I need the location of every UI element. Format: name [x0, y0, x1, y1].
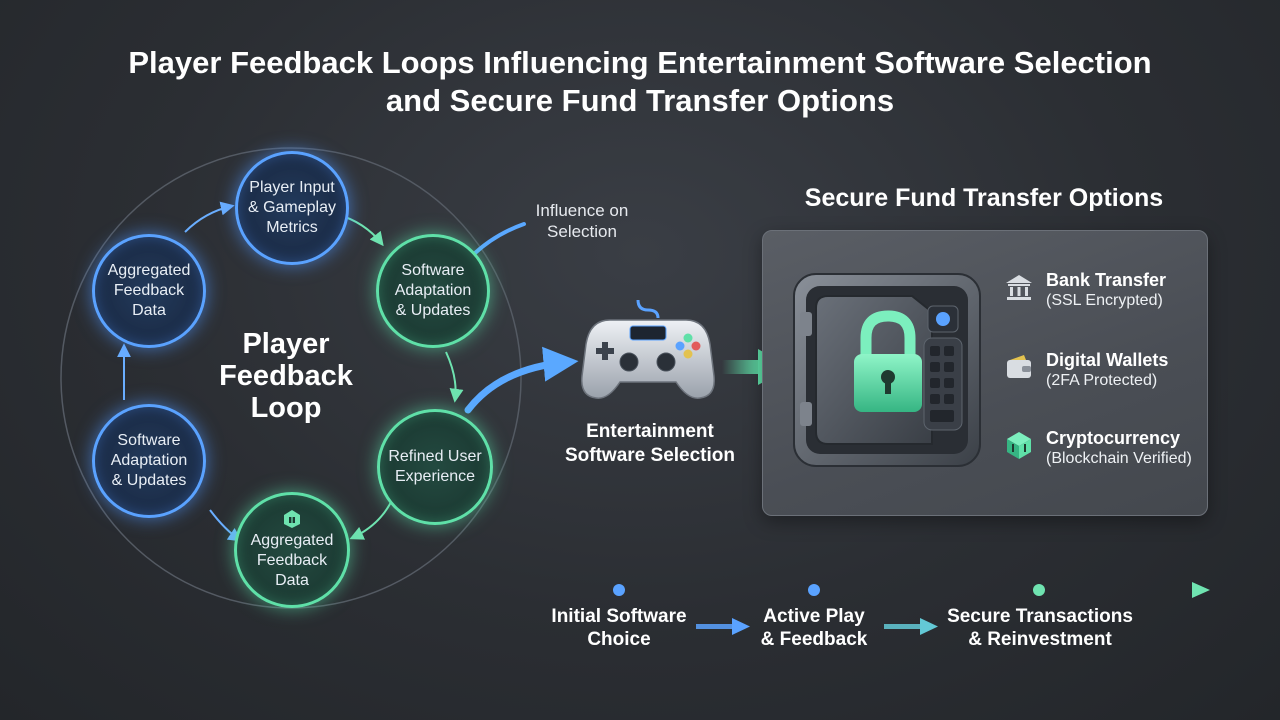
node-player-input-line-2: & Gameplay	[247, 199, 337, 216]
entertainment-software-label: Entertainment Software Selection	[540, 420, 760, 468]
node-software-adaptation-left-line-3: & Updates	[111, 472, 187, 489]
page-title: Player Feedback Loops Influencing Entert…	[0, 44, 1280, 120]
bank-transfer-name: Bank Transfer	[1046, 270, 1167, 290]
node-aggregated-feedback-left-line-1: Aggregated	[107, 262, 191, 279]
timeline-step-3: Secure Transactions & Reinvestment	[934, 605, 1146, 651]
loop-center-line-2: Feedback	[219, 360, 353, 392]
node-player-input: Player Input & Gameplay Metrics	[235, 151, 349, 265]
node-aggregated-feedback-left-line-2: Feedback	[113, 282, 185, 299]
bank-transfer-sub: (SSL Encrypted)	[1046, 292, 1163, 309]
entertainment-line-1: Entertainment	[586, 421, 714, 442]
timeline-step-arrow-1-shaft	[696, 624, 734, 629]
timeline-step-arrow-2-head	[920, 618, 938, 635]
influence-line-2: Selection	[547, 222, 617, 241]
node-player-input-line-1: Player Input	[249, 179, 335, 196]
vault-lock-icon	[793, 273, 981, 467]
timeline-step-2-line-2: & Feedback	[760, 629, 868, 650]
node-refined-user-experience: Refined User Experience	[377, 409, 493, 525]
timeline-step-arrow-2-shaft	[884, 624, 922, 629]
title-line-2: and Secure Fund Transfer Options	[385, 83, 895, 118]
node-aggregated-feedback-bottom: Aggregated Feedback Data	[234, 492, 350, 608]
loop-center-label: Player Feedback Loop	[186, 328, 386, 424]
node-software-adaptation-right-line-3: & Updates	[395, 302, 471, 319]
outer-ring	[60, 147, 522, 609]
loop-center-line-1: Player	[242, 328, 330, 360]
loop-center-line-3: Loop	[250, 392, 322, 424]
arrow-adapt-to-refined	[445, 351, 464, 403]
timeline-step-3-line-2: & Reinvestment	[968, 629, 1112, 650]
node-refined-user-experience-line-1: Refined User	[388, 448, 482, 465]
game-controller-icon	[581, 299, 715, 399]
node-player-input-line-3: Metrics	[266, 219, 318, 236]
flow-arrow-shaft	[722, 360, 762, 374]
arrow-data-to-input	[184, 201, 235, 233]
arrow-refined-to-data	[349, 499, 393, 540]
node-software-adaptation-right-line-2: Adaptation	[394, 282, 472, 299]
timeline-step-1-line-1: Initial Software	[551, 606, 687, 627]
influence-label: Influence on Selection	[512, 200, 652, 242]
node-software-adaptation-left-line-1: Software	[117, 432, 181, 449]
cryptocurrency-name: Cryptocurrency	[1046, 428, 1181, 448]
node-software-adaptation-right: Software Adaptation & Updates	[376, 234, 490, 348]
title-line-1: Player Feedback Loops Influencing Entert…	[128, 45, 1152, 80]
digital-wallets-sub: (2FA Protected)	[1046, 372, 1158, 389]
secure-options-title: Secure Fund Transfer Options	[804, 184, 1164, 212]
crypto-cube-icon	[1007, 432, 1031, 459]
digital-wallets-name: Digital Wallets	[1046, 350, 1169, 370]
timeline-dot-2	[808, 584, 820, 596]
timeline-dot-1	[613, 584, 625, 596]
node-software-adaptation-left-line-2: Adaptation	[110, 452, 188, 469]
node-aggregated-feedback-bottom-line-1: Aggregated	[250, 532, 334, 549]
timeline-step-3-line-1: Secure Transactions	[947, 606, 1133, 627]
node-aggregated-feedback-bottom-line-3: Data	[275, 572, 309, 589]
timeline-arrowhead	[1192, 582, 1210, 598]
influence-arrow-main	[464, 346, 579, 414]
timeline-step-1: Initial Software Choice	[529, 605, 709, 651]
timeline-dot-3	[1033, 584, 1045, 596]
entertainment-line-2: Software Selection	[565, 445, 735, 466]
influence-line-1: Influence on	[535, 201, 629, 220]
cryptocurrency-sub: (Blockchain Verified)	[1046, 450, 1192, 467]
feedback-badge-icon	[284, 510, 300, 528]
node-aggregated-feedback-left-line-3: Data	[132, 302, 166, 319]
timeline-step-1-line-2: Choice	[587, 629, 651, 650]
bank-icon	[1006, 275, 1032, 300]
node-aggregated-feedback-bottom-line-2: Feedback	[256, 552, 328, 569]
timeline-step-arrow-1-head	[732, 618, 750, 635]
node-software-adaptation-right-line-1: Software	[401, 262, 465, 279]
node-refined-user-experience-line-2: Experience	[394, 468, 476, 485]
node-software-adaptation-left: Software Adaptation & Updates	[92, 404, 206, 518]
wallet-icon	[1007, 355, 1031, 378]
node-aggregated-feedback-left: Aggregated Feedback Data	[92, 234, 206, 348]
timeline-step-2-line-1: Active Play	[763, 606, 865, 627]
timeline-step-2: Active Play & Feedback	[744, 605, 884, 651]
